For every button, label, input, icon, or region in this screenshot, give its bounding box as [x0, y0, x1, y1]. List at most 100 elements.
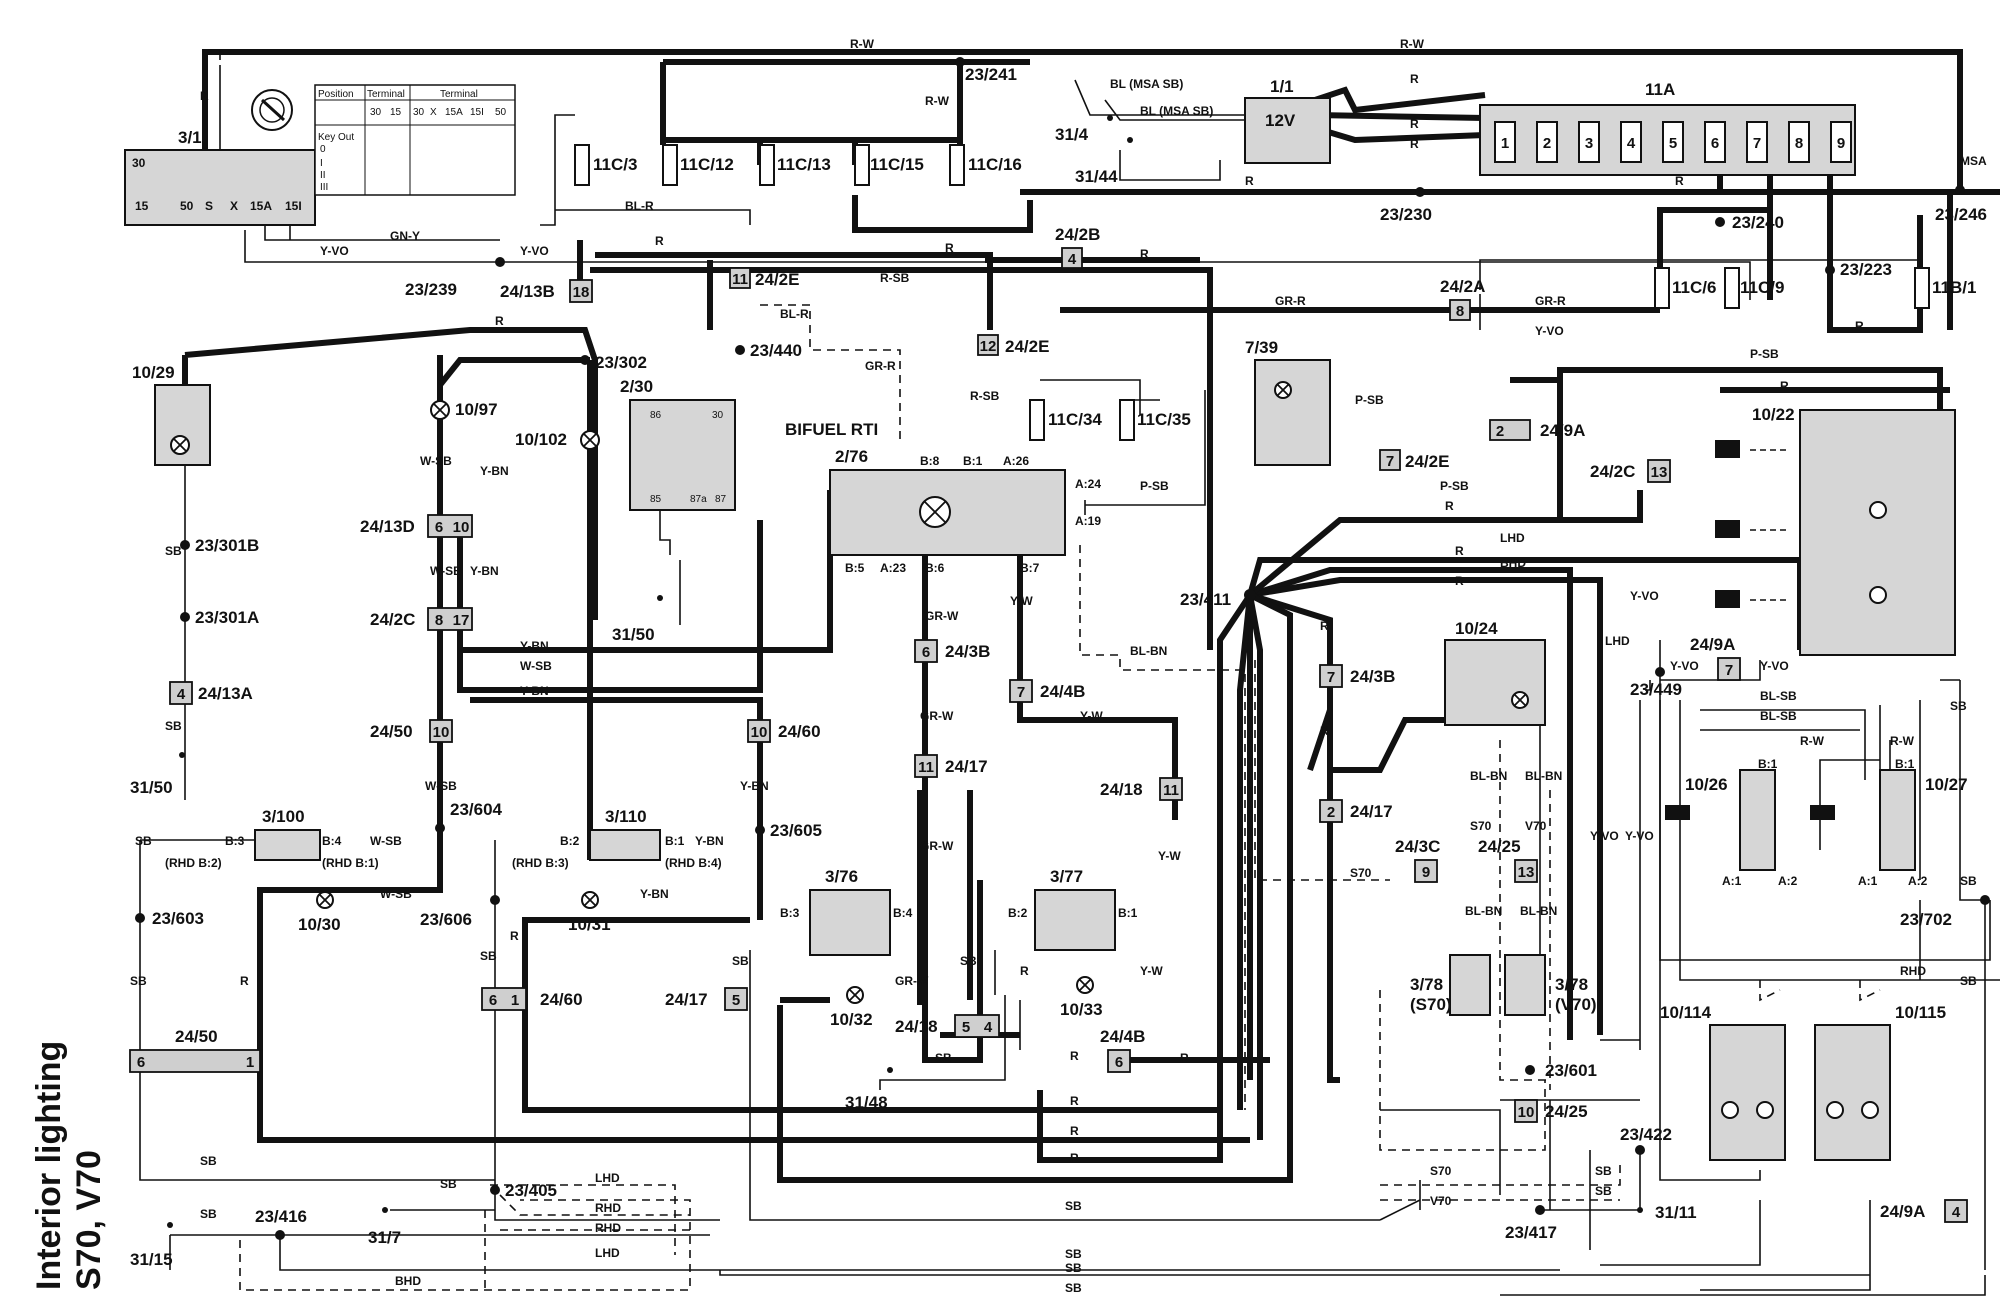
wire-label: R [1410, 137, 1419, 151]
splice-23-416: 23/416 [255, 1207, 307, 1226]
switch-3-78-v70-label: 3/78 [1555, 975, 1588, 994]
splice-23-422: 23/422 [1620, 1125, 1672, 1144]
conn-24-17-c-num: 5 [732, 992, 740, 1009]
wire-label: BL (MSA SB) [1140, 104, 1213, 118]
wire-label: W-SB [370, 834, 402, 848]
conn-24-9a-b-num: 7 [1725, 662, 1733, 679]
dashed-wires [239, 304, 1881, 1291]
wire-label: LHD [1500, 531, 1525, 545]
fuse-slot [1830, 121, 1852, 163]
bulb-icon [1721, 1101, 1774, 1119]
bulb-icon [170, 435, 190, 455]
component-10-24-label: 10/24 [1455, 619, 1498, 638]
lamp-10-32: 10/32 [830, 986, 873, 1029]
lamp-10-32-label: 10/32 [830, 1010, 873, 1029]
splice-23-239: 23/239 [405, 280, 457, 299]
wire-label: SB [1960, 874, 1977, 888]
bulb-icon [1076, 976, 1094, 994]
module-2-76-label: 2/76 [835, 447, 868, 466]
switch-3-78-s70: 3/78 (S70) [1410, 954, 1491, 1016]
ground-31-4: 31/4 [1055, 125, 1089, 144]
wire-label: GR-R [865, 359, 896, 373]
connector-boxes: 4 24/2B 11 24/2E 12 24/2E 7 24/2E 8 24/2… [129, 225, 1968, 1223]
splice-23-223: 23/223 [1840, 260, 1892, 279]
wire-label: SB [165, 544, 182, 558]
conn-24-9a-c-num: 4 [1952, 1204, 1961, 1221]
battery-label: 1/1 [1270, 77, 1294, 96]
fuse-11c6-label: 11C/6 [1672, 278, 1716, 297]
wire-label: GR-R [1275, 294, 1306, 308]
wire-label: SB [165, 719, 182, 733]
wire-label: R [655, 234, 664, 248]
module-2-76: 2/76 BIFUEL RTI B:8 B:1 A:26 A:24 A:19 B… [785, 420, 1101, 575]
splice-23-411: 23/411 [1180, 590, 1231, 609]
conn-24-50-b-num2: 1 [246, 1054, 254, 1071]
wire-label: SB [200, 1154, 217, 1168]
wire-label: BL-BN [1520, 904, 1557, 918]
wire-label: BL-BN [1470, 769, 1507, 783]
conn-24-17-b: 24/17 [1350, 802, 1393, 821]
wire-label: LHD [1605, 634, 1630, 648]
wire-label: BL-R [780, 307, 809, 321]
splice-23-301b: 23/301B [195, 536, 259, 555]
wire-label: R [1245, 174, 1254, 188]
switch-3-76: 3/76 B:3 B:4 [780, 867, 913, 956]
wire-label: P-SB [1440, 479, 1469, 493]
title-line1: Interior lighting [30, 1041, 68, 1290]
relay-pin-30: 30 [712, 410, 724, 421]
wire-label: R-W [925, 94, 950, 108]
table-col-15a: 15 [390, 107, 402, 118]
conn-24-60-b-num2: 1 [511, 992, 519, 1009]
conn-24-3c: 24/3C [1395, 837, 1440, 856]
splice-23-302: 23/302 [595, 353, 647, 372]
table-col-15i: 15I [470, 107, 484, 118]
conn-24-2c-a-num: 13 [1651, 464, 1668, 481]
ignition-pin-s: S [205, 199, 213, 213]
wire-label: R [1070, 1094, 1079, 1108]
wire-label: SB [732, 954, 749, 968]
pin-3-76-b4: B:4 [893, 906, 913, 920]
lamp-10-33-label: 10/33 [1060, 1000, 1103, 1019]
wire-label: R-W [1400, 37, 1425, 51]
wire-label: BL-SB [1760, 709, 1797, 723]
lamp-10-115-label: 10/115 [1895, 1003, 1946, 1022]
conn-24-4b-b: 24/4B [1100, 1027, 1145, 1046]
wire-label: R [1780, 379, 1789, 393]
table-row-keyout: Key Out [318, 132, 354, 143]
splice-23-440: 23/440 [750, 341, 802, 360]
wire-label: R [1410, 117, 1419, 131]
bulb-icon [430, 400, 450, 420]
table-row-i: I [320, 158, 323, 169]
conn-24-25-b-num: 10 [1518, 1104, 1535, 1121]
switch-3-78-s70-label: 3/78 [1410, 975, 1443, 994]
wire-label: R [1180, 1051, 1189, 1065]
pin-10-26-a1: A:1 [1722, 874, 1742, 888]
conn-24-2b-num: 4 [1068, 251, 1077, 268]
wire-label: SB [1950, 699, 1967, 713]
wire-label: Y-BN [640, 887, 669, 901]
wire-label: R [1855, 319, 1864, 333]
conn-24-3c-num: 9 [1422, 864, 1430, 881]
wire-label: Y-VO [1590, 829, 1619, 843]
wire-label: R [1410, 72, 1419, 86]
conn-24-2c-a: 24/2C [1590, 462, 1635, 481]
component-10-22: 10/22 [1752, 405, 1956, 656]
conn-24-25-b: 24/25 [1545, 1102, 1588, 1121]
ignition-truth-table: Position Terminal Terminal Key Out 0 I I… [314, 84, 516, 196]
wire-label: R [1455, 574, 1464, 588]
wire-label: RHD [595, 1221, 621, 1235]
conn-24-3b-a: 24/3B [945, 642, 990, 661]
pin-rhd-b4: (RHD B:4) [665, 856, 722, 870]
fuse-slot-number: 1 [1501, 135, 1509, 152]
conn-24-4b-b-num: 6 [1115, 1054, 1123, 1071]
wire-label: SB [1595, 1164, 1612, 1178]
wire-label: Y-W [1080, 709, 1103, 723]
splice-23-230: 23/230 [1380, 205, 1432, 224]
fuse-slot-number: 3 [1585, 135, 1593, 152]
fuse-11c16-label: 11C/16 [968, 155, 1022, 174]
component-10-24: 10/24 [1444, 619, 1546, 726]
wire-label: LHD [595, 1246, 620, 1260]
switch-3-110-label: 3/110 [605, 807, 647, 826]
wire-label: W-SB [520, 659, 552, 673]
table-col-x: X [430, 107, 437, 118]
